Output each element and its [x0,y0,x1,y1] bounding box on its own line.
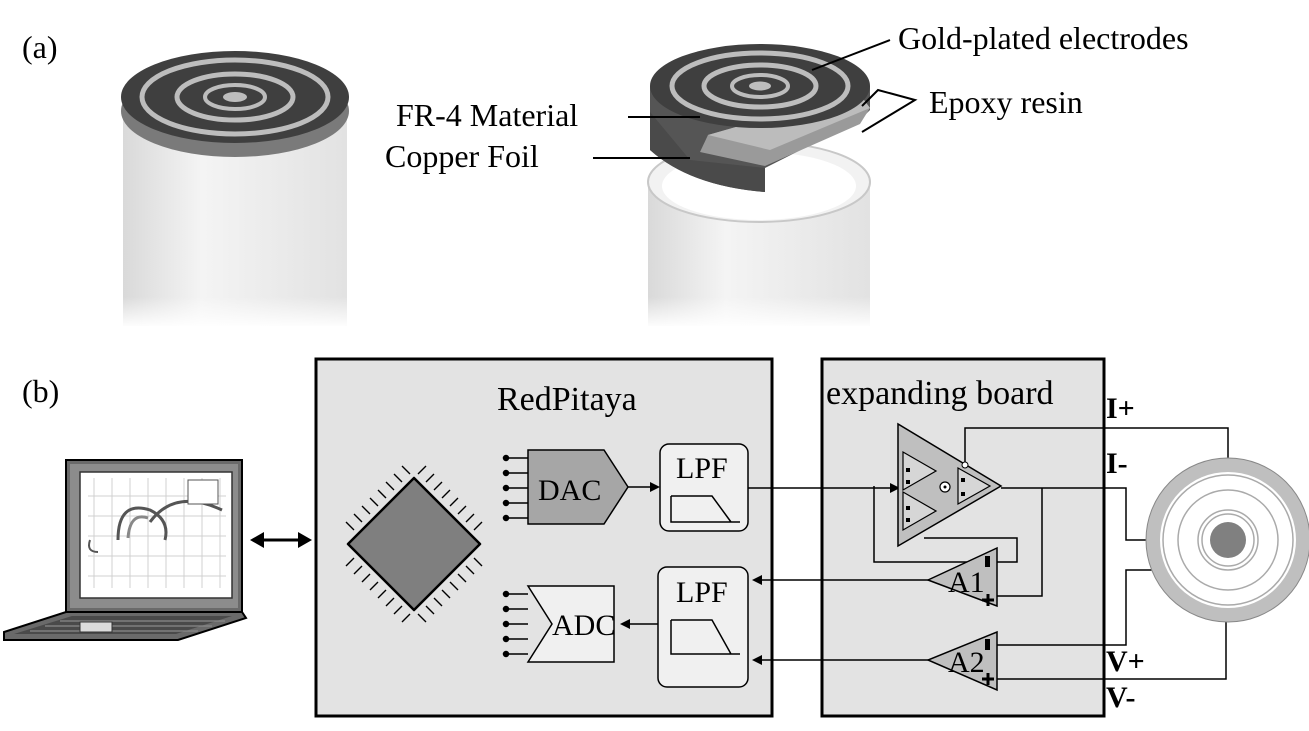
lpf-top-label: LPF [676,452,728,485]
copper-label: Copper Foil [385,138,539,174]
a2-label: A2 [948,646,985,679]
lpf-bottom-label: LPF [676,576,728,609]
adc-block [502,585,615,663]
current-driver-amplifier [897,422,1003,548]
dac-block [502,449,629,525]
a1-label: A1 [948,566,985,599]
processor-chip-icon [345,465,483,623]
usb-link-arrow [250,532,312,548]
v-minus-label: V- [1106,681,1135,714]
dac-to-lpf-arrow [628,482,660,492]
fr4-label: FR-4 Material [396,97,578,133]
redpitaya-title: RedPitaya [497,381,637,418]
concentric-electrode-sensor [1145,457,1309,623]
signal-wires [748,427,1230,680]
adc-label: ADC [552,609,615,642]
i-minus-label: I- [1106,447,1128,480]
lpf-bottom-block [657,566,749,688]
laptop-icon [3,459,248,641]
dac-label: DAC [538,474,601,507]
v-plus-label: V+ [1106,645,1145,678]
expanding-board-title: expanding board [826,375,1054,412]
epoxy-label: Epoxy resin [929,84,1083,120]
callout-lines [593,39,918,159]
lpf-to-adc-arrow [620,619,658,629]
amplifier-a1 [926,546,998,608]
gold-electrodes-label: Gold-plated electrodes [898,20,1189,56]
sensor-assembled [121,51,349,328]
i-plus-label: I+ [1106,392,1135,425]
sensor-exploded [647,44,871,328]
panel-a-label: (a) [22,29,58,65]
amplifier-a2 [926,630,998,692]
panel-b-label: (b) [22,373,59,409]
arrowheads [752,483,900,665]
